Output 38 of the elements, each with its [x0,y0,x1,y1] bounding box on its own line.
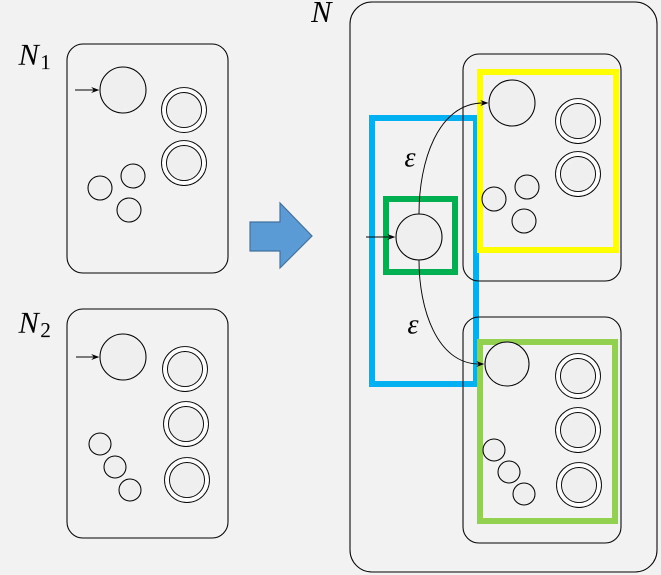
state-circle [103,455,127,479]
automaton-name: N$_{2}$ [18,312,50,338]
edge-label: ε [403,152,417,168]
accept-state [555,407,601,453]
automaton-name: N$_{1}$ [18,44,50,70]
highlight-frame [369,115,479,387]
state-circle [512,482,536,506]
highlight-frame [383,196,458,275]
accept-state [555,98,601,144]
highlight-frame [477,69,619,253]
state-circle [511,208,537,234]
accept-state [555,151,601,197]
accept-state [161,140,207,186]
state-circle [120,163,146,189]
accept-state [162,346,208,392]
state-circle [481,186,507,212]
state-circle [395,213,443,261]
automaton-name: N [310,2,333,22]
accept-state [163,401,209,447]
state-circle [118,478,142,502]
edge-label: ε [406,319,420,335]
automaton-box [462,316,622,544]
state-circle [99,66,147,114]
accept-state [555,353,601,399]
state-circle [88,432,112,456]
automaton-box [462,53,622,282]
state-circle [482,438,506,462]
accept-state [161,87,207,133]
state-circle [514,174,540,200]
state-circle [488,79,536,127]
highlight-frame [477,339,618,524]
state-circle [99,333,147,381]
accept-state [164,457,210,503]
state-circle [497,460,521,484]
state-circle [87,175,113,201]
state-circle [116,197,142,223]
accept-state [556,462,602,508]
state-circle [484,341,530,387]
